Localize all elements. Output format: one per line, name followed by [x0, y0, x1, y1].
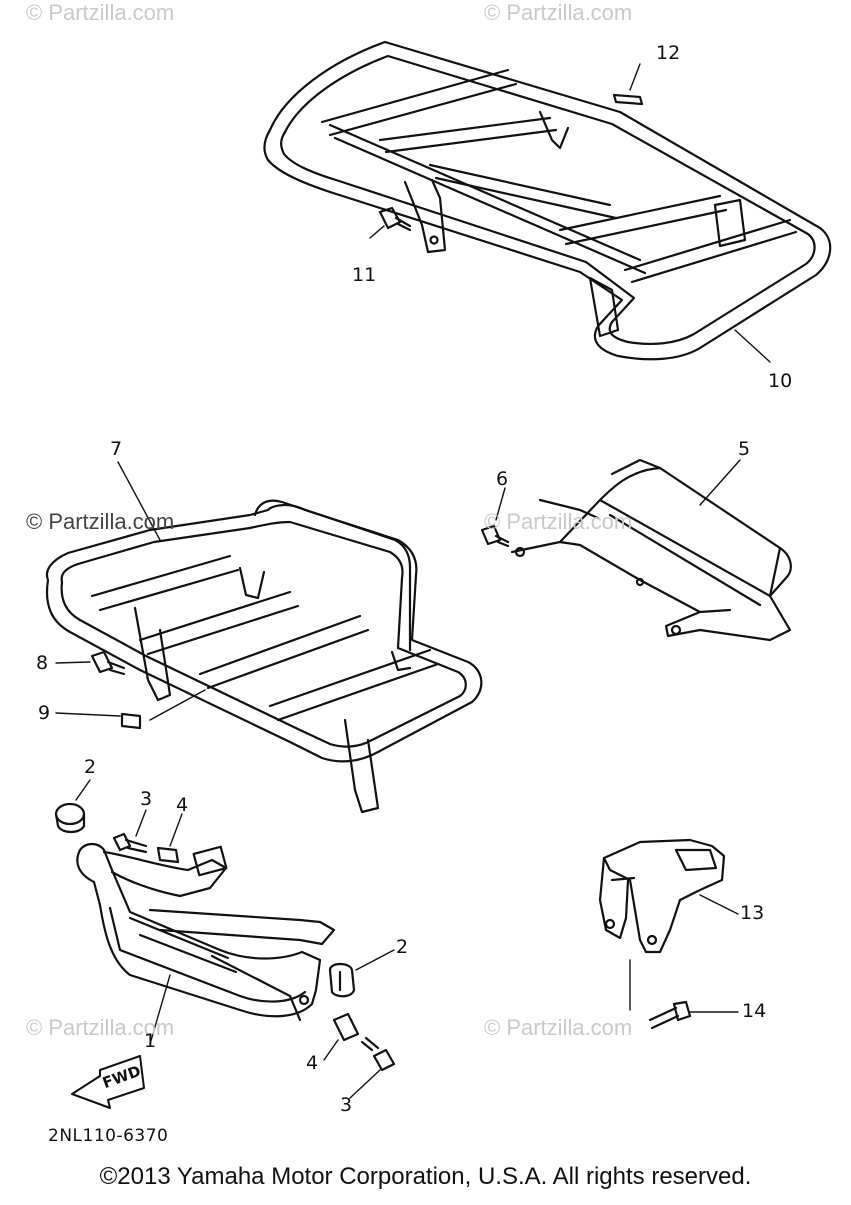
- front-bumper: [76, 842, 336, 1022]
- bracket-13: [598, 838, 726, 954]
- bolt-6: [480, 524, 510, 548]
- callout-3: 3: [340, 1094, 353, 1116]
- watermark: © Partzilla.com: [484, 1015, 633, 1040]
- callout-14: 14: [742, 1000, 767, 1022]
- bolt-8: [90, 650, 126, 676]
- callout-2: 2: [84, 756, 97, 778]
- rear-carrier: [263, 40, 832, 361]
- callout-7: 7: [110, 438, 123, 460]
- callout-1: 1: [144, 1030, 157, 1052]
- callout-2: 2: [396, 936, 409, 958]
- fwd-arrow-icon: [71, 1055, 145, 1109]
- diagram-code: 2NL110-6370: [48, 1126, 169, 1146]
- collar-4b: [332, 1012, 360, 1042]
- watermark: © Partzilla.com: [484, 0, 633, 25]
- bracket-frame-5: [510, 458, 792, 642]
- copyright-notice: ©2013 Yamaha Motor Corporation, U.S.A. A…: [99, 1163, 752, 1190]
- bolt-3a: [112, 832, 148, 854]
- leader-lines: [55, 63, 771, 1099]
- cushion-2b: [328, 962, 356, 998]
- watermark: © Partzilla.com: [26, 1015, 175, 1040]
- callout-8: 8: [36, 652, 49, 674]
- watermark: © Partzilla.com: [26, 0, 175, 25]
- plate-9: [120, 712, 142, 730]
- watermark: © Partzilla.com: [484, 509, 633, 534]
- callout-9: 9: [38, 702, 51, 724]
- callout-12: 12: [656, 42, 681, 64]
- callout-13: 13: [740, 902, 765, 924]
- bolt-3b: [360, 1036, 396, 1072]
- cushion-2a: [54, 802, 86, 834]
- callout-11: 11: [352, 264, 377, 286]
- callout-3: 3: [140, 788, 153, 810]
- callout-4: 4: [176, 794, 189, 816]
- bolt-14: [648, 1000, 692, 1030]
- watermark: © Partzilla.com: [26, 509, 175, 534]
- collar-4a: [156, 846, 180, 864]
- plate-12: [612, 93, 644, 106]
- callout-4: 4: [306, 1052, 319, 1074]
- bolt-11: [378, 206, 412, 232]
- callout-5: 5: [738, 438, 751, 460]
- front-carrier: [45, 499, 483, 814]
- callout-10: 10: [768, 370, 793, 392]
- callout-6: 6: [496, 468, 509, 490]
